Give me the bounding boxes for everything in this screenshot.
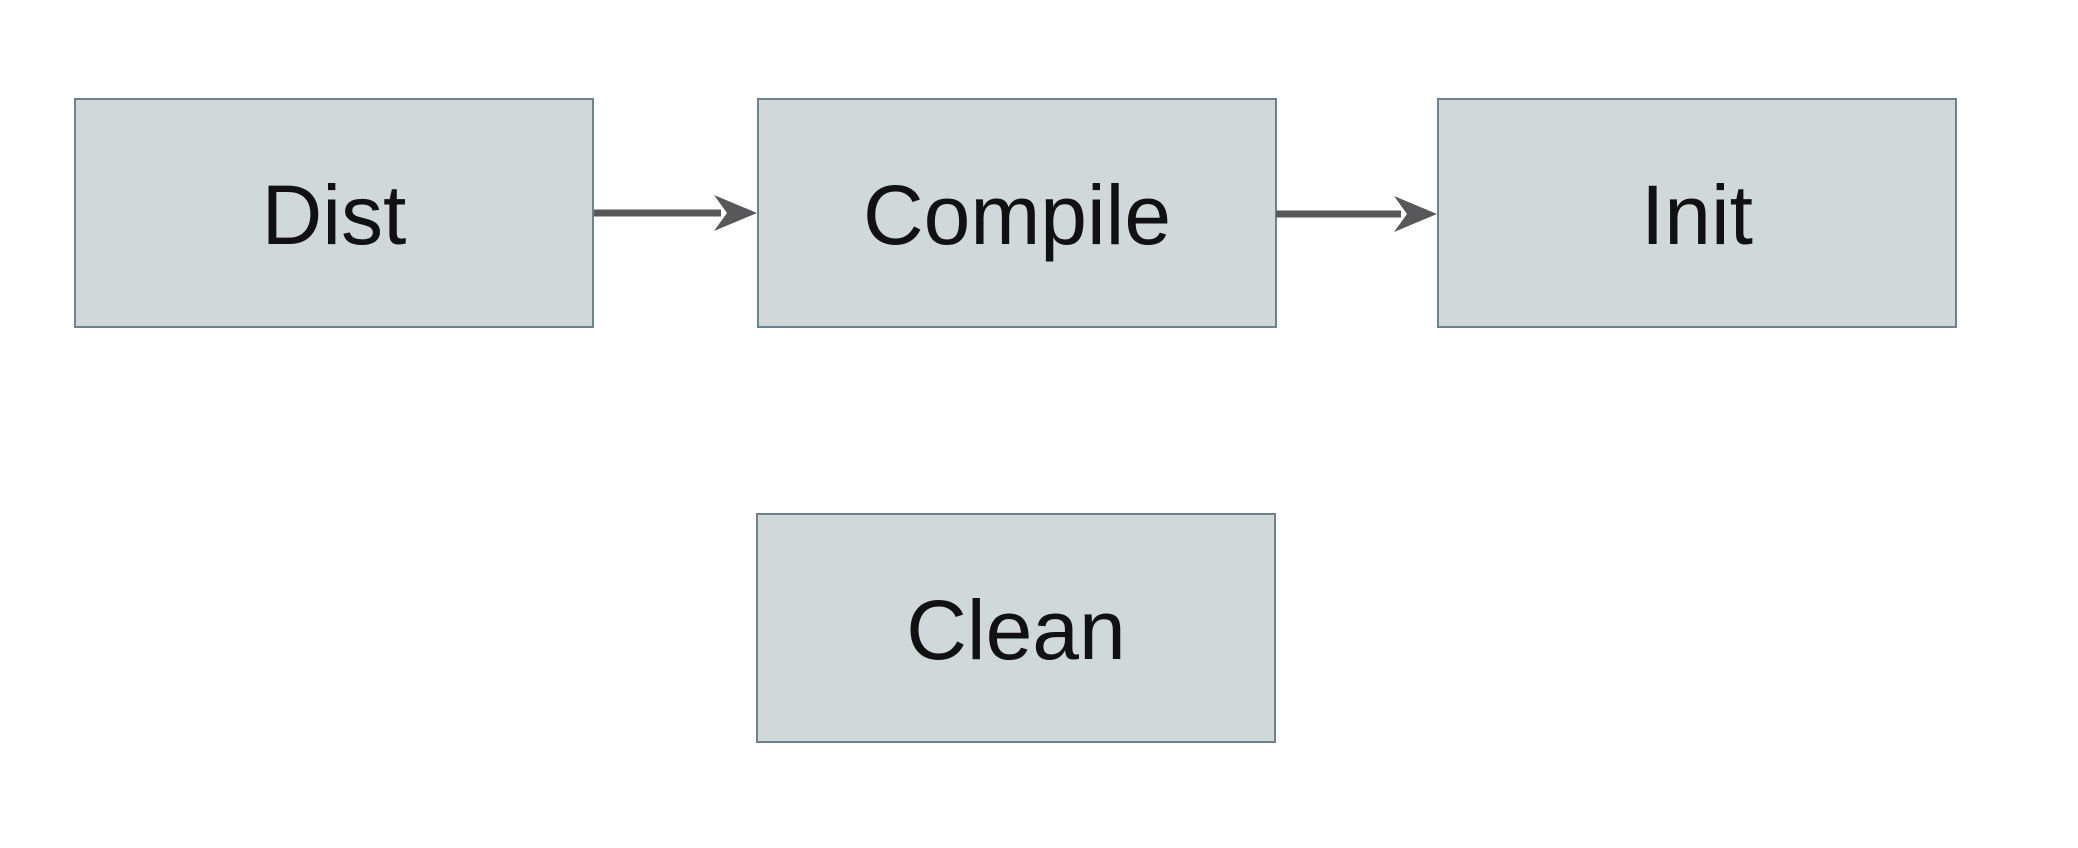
arrow-dist-to-compile-icon: [594, 195, 757, 231]
node-compile-label: Compile: [862, 168, 1172, 262]
node-dist: Dist: [74, 98, 594, 328]
node-compile: Compile: [757, 98, 1277, 328]
node-clean: Clean: [756, 513, 1276, 743]
arrow-compile-to-init-icon: [1276, 196, 1437, 232]
node-init-label: Init: [1640, 168, 1754, 262]
node-dist-label: Dist: [261, 168, 407, 262]
node-init: Init: [1437, 98, 1957, 328]
node-clean-label: Clean: [906, 583, 1126, 677]
